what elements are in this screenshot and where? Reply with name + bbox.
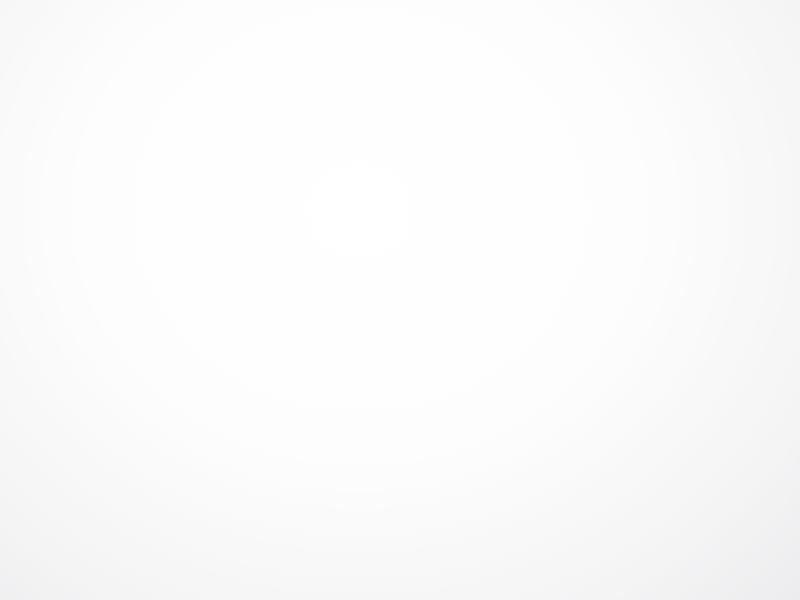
screenshot-root: H.M.S. RESOLUTION 6 A B C	[0, 0, 800, 600]
table-surface-background	[0, 0, 800, 600]
